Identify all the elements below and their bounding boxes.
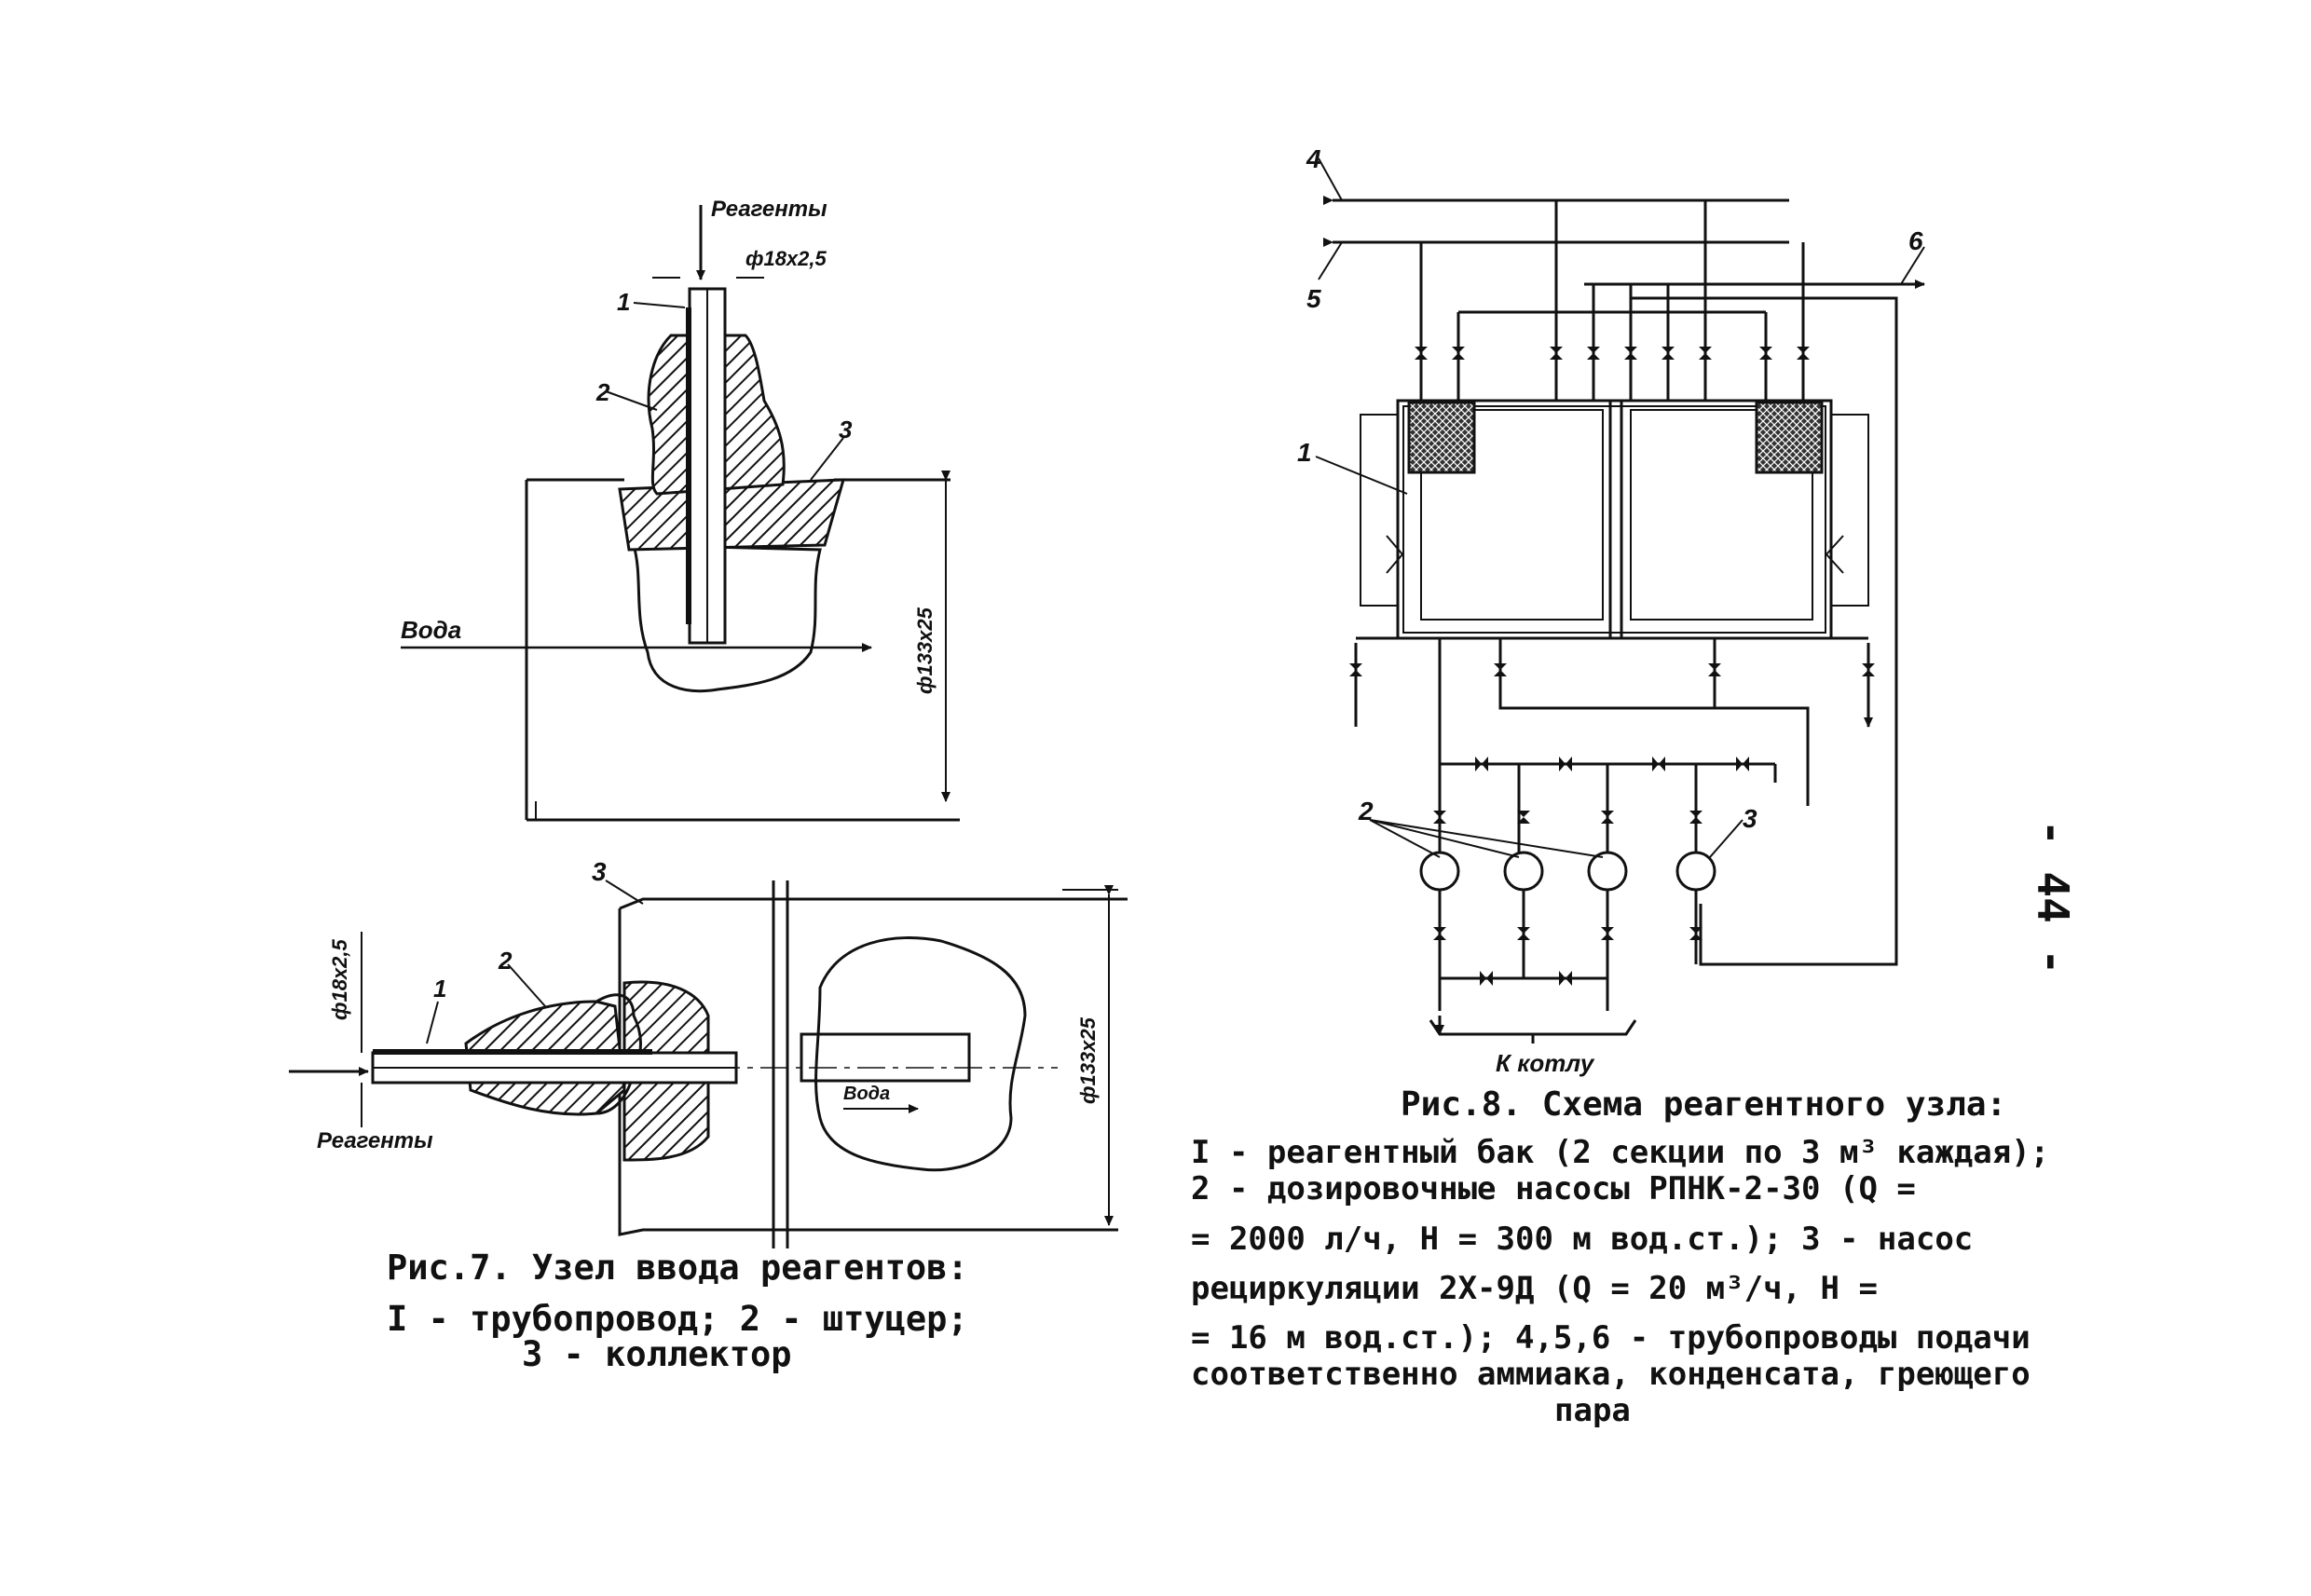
water-label: Вода xyxy=(401,616,461,644)
fig7-top-drawing xyxy=(401,205,960,822)
pipe-dim-left-label: ф18х2,5 xyxy=(328,938,351,1020)
scheme-label-3: 3 xyxy=(1743,804,1757,833)
filter-basket-right xyxy=(1755,401,1824,474)
fig7-caption: Рис.7. Узел ввода реагентов: I - трубопр… xyxy=(387,1248,968,1375)
scheme-label-4: 4 xyxy=(1306,144,1321,173)
fig8-scheme xyxy=(1315,157,1925,1044)
filter-basket-left xyxy=(1407,401,1476,474)
scheme-label-2: 2 xyxy=(1358,797,1374,825)
part-1-label: 1 xyxy=(617,288,630,316)
part-3-label: 3 xyxy=(839,416,853,443)
collector-dim-bottom-label: ф133х25 xyxy=(1076,1016,1100,1104)
reagents-bottom-label: Реагенты xyxy=(317,1128,433,1153)
fig8-caption-line-1: I - реагентный бак (2 секции по 3 м³ каж… xyxy=(1191,1134,2050,1172)
fig8-caption-line-2: 2 - дозировочные насосы РПНК-2-30 (Q = xyxy=(1191,1170,1916,1208)
to-boiler-brace xyxy=(1429,1019,1637,1036)
pump-suction-header xyxy=(1438,764,1698,857)
scheme-label-5: 5 xyxy=(1306,284,1321,313)
heater-right xyxy=(1831,414,1869,607)
scheme-label-6: 6 xyxy=(1908,226,1923,255)
scheme-label-1: 1 xyxy=(1297,438,1312,467)
collector-outline xyxy=(525,478,960,822)
fig8-caption-line-7: пара xyxy=(1554,1391,1631,1429)
fig7-caption-line2: 3 - коллектор xyxy=(522,1334,792,1375)
fig7-bottom-drawing xyxy=(289,880,1128,1248)
tank-partition xyxy=(1608,401,1623,638)
recirculation-pump xyxy=(1675,851,1716,892)
part-3-label-h: 3 xyxy=(592,857,607,886)
page-number: - 44 - xyxy=(2028,820,2078,975)
reagents-top-label: Реагенты xyxy=(711,197,827,222)
collector-dim-top-label: ф133х25 xyxy=(913,607,937,694)
cutout-blob xyxy=(631,543,822,693)
fig7-caption-title: Рис.7. Узел ввода реагентов: xyxy=(387,1248,968,1288)
fig8-caption-line-4: рециркуляции 2Х-9Д (Q = 20 м³/ч, H = xyxy=(1191,1269,1878,1307)
cutout-blob-h xyxy=(814,936,1027,1172)
part-2-label: 2 xyxy=(595,378,610,406)
dosing-pump-3 xyxy=(1587,851,1628,892)
part-2-label-h: 2 xyxy=(498,947,513,975)
water-bottom-label: Вода xyxy=(843,1084,890,1104)
fig8-caption-line-6: соответственно аммиака, конденсата, грею… xyxy=(1191,1355,2031,1393)
break-line xyxy=(772,880,789,1248)
to-boiler-label: К котлу xyxy=(1496,1049,1595,1077)
dosing-pump-1 xyxy=(1419,851,1460,892)
fig8-caption: Рис.8. Схема реагентного узла: I - реаге… xyxy=(1191,1085,2049,1429)
discharge-header xyxy=(1438,976,1609,1011)
fig8-caption-line-3: = 2000 л/ч, H = 300 м вод.ст.); 3 - насо… xyxy=(1191,1220,1974,1258)
fig8-caption-line-5: = 16 м вод.ст.); 4,5,6 - трубопроводы по… xyxy=(1191,1318,2031,1357)
fig8-caption-title: Рис.8. Схема реагентного узла: xyxy=(1401,1085,2007,1124)
dosing-pump-2 xyxy=(1503,851,1544,892)
heater-left xyxy=(1360,414,1398,607)
fig7-caption-line1: I - трубопровод; 2 - штуцер; xyxy=(387,1298,968,1339)
pipe-dim-top-label: ф18х2,5 xyxy=(745,247,827,270)
part-1-label-h: 1 xyxy=(433,975,446,1003)
